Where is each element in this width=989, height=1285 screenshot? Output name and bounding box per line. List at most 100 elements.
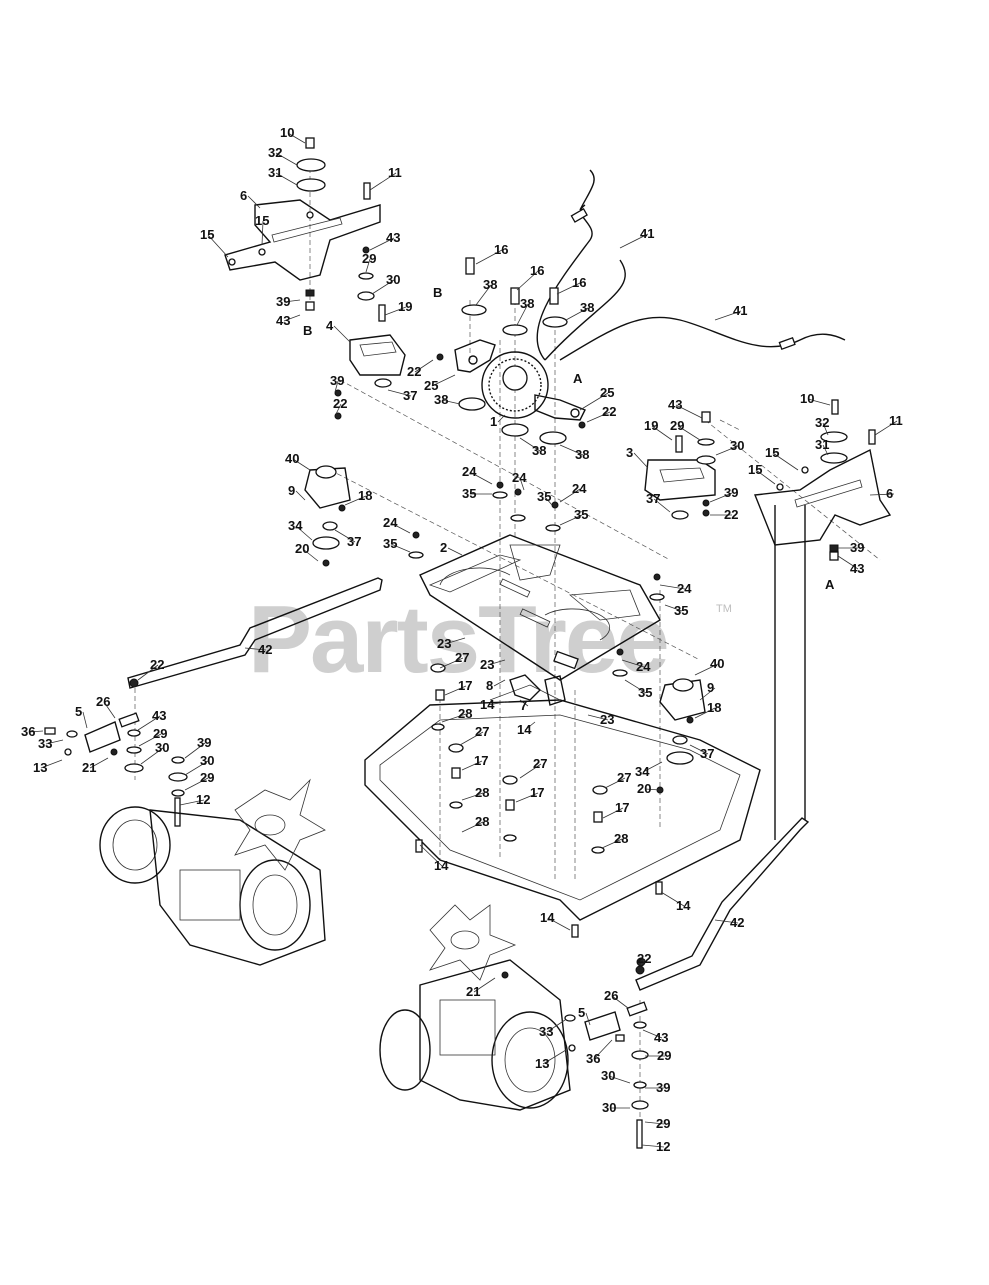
callout-leader xyxy=(714,310,742,321)
callout-number: 26 xyxy=(96,694,110,709)
callout-number: 6 xyxy=(240,188,247,203)
lower-frame xyxy=(364,663,761,938)
callout-leader xyxy=(822,444,829,456)
callout-number: 12 xyxy=(196,792,210,807)
callout-leader xyxy=(709,492,733,503)
callout-29: 29 xyxy=(184,770,214,791)
callout-leader xyxy=(556,282,581,295)
callout-number: 14 xyxy=(676,898,691,913)
callout-number: 33 xyxy=(38,736,52,751)
callout-number: 29 xyxy=(200,770,214,785)
callout-36: 36 xyxy=(21,724,44,739)
callout-leader xyxy=(247,195,261,209)
callout-27: 27 xyxy=(519,756,547,779)
callout-number: 24 xyxy=(572,481,587,496)
callout-number: 22 xyxy=(333,396,347,411)
watermark-text: PartsTree xyxy=(248,586,668,693)
callout-17: 17 xyxy=(461,753,488,771)
callout-30: 30 xyxy=(601,1068,631,1084)
callout-number: 2 xyxy=(440,540,447,555)
callout-leader xyxy=(461,821,484,833)
transmission-right xyxy=(379,904,571,1111)
callout-number: 5 xyxy=(75,704,82,719)
callout-24: 24 xyxy=(383,515,411,534)
callout-23: 23 xyxy=(587,712,614,727)
callout-32: 32 xyxy=(268,145,298,166)
callout-9: 9 xyxy=(288,483,306,501)
callout-number: 4 xyxy=(326,318,334,333)
callout-leader xyxy=(640,958,646,966)
callout-leader xyxy=(519,699,529,707)
callout-30: 30 xyxy=(602,1100,630,1115)
callout-number: 30 xyxy=(602,1100,616,1115)
callout-14: 14 xyxy=(480,697,506,712)
callout-12: 12 xyxy=(641,1139,670,1154)
callout-leader xyxy=(587,714,609,721)
callout-leader xyxy=(497,414,506,423)
callout-23: 23 xyxy=(437,636,466,651)
callout-leader xyxy=(544,496,553,506)
callout-leader xyxy=(390,522,411,534)
callout-number: 17 xyxy=(474,753,488,768)
callout-leader xyxy=(487,659,506,666)
callout-29: 29 xyxy=(138,726,167,747)
callout-number: 22 xyxy=(407,364,421,379)
callout-35: 35 xyxy=(664,603,688,618)
callout-16: 16 xyxy=(516,263,544,291)
callout-number: 31 xyxy=(815,437,829,452)
callout-leader xyxy=(694,707,716,719)
callout-number: 35 xyxy=(537,489,551,504)
callout-22: 22 xyxy=(710,507,738,522)
watermark-trademark: TM xyxy=(716,603,732,615)
callout-leader xyxy=(515,792,539,803)
callout-28: 28 xyxy=(441,706,472,723)
callout-38: 38 xyxy=(516,296,534,326)
callout-leader xyxy=(441,713,467,723)
fastener-stack-top-left xyxy=(296,137,386,322)
callout-leader xyxy=(137,715,161,731)
control-rod-right xyxy=(635,505,810,991)
callout-40: 40 xyxy=(694,656,724,676)
callout-number: 24 xyxy=(383,515,398,530)
callout-leader xyxy=(874,420,898,436)
callout-number: 39 xyxy=(656,1080,670,1095)
callout-13: 13 xyxy=(33,759,63,775)
callout-number: 38 xyxy=(575,447,589,462)
callout-number: 35 xyxy=(638,685,652,700)
callout-number: 22 xyxy=(637,951,651,966)
callout-14: 14 xyxy=(419,844,449,873)
callout-number: 26 xyxy=(604,988,618,1003)
callout-11: 11 xyxy=(369,165,402,191)
callout-15: 15 xyxy=(765,445,799,471)
callout-34: 34 xyxy=(288,518,313,541)
callout-number: 37 xyxy=(646,491,660,506)
callout-number: A xyxy=(825,577,835,592)
callout-22: 22 xyxy=(637,951,651,966)
transmission-left xyxy=(99,778,326,966)
callout-A: A xyxy=(573,371,583,386)
callout-24: 24 xyxy=(512,470,527,491)
callout-number: 36 xyxy=(586,1051,600,1066)
callout-leader xyxy=(390,543,411,553)
callout-25: 25 xyxy=(424,374,456,393)
callout-leader xyxy=(447,547,463,556)
callout-33: 33 xyxy=(539,1019,566,1039)
callout-number: 30 xyxy=(601,1068,615,1083)
callout-28: 28 xyxy=(461,814,489,833)
callout-6: 6 xyxy=(240,188,261,209)
callout-14: 14 xyxy=(660,891,691,913)
callout-2: 2 xyxy=(440,540,463,556)
callout-number: 36 xyxy=(21,724,35,739)
callout-25: 25 xyxy=(579,385,614,411)
callout-38: 38 xyxy=(559,444,589,462)
callout-7: 7 xyxy=(519,698,529,713)
callout-number: 6 xyxy=(886,486,893,501)
callout-number: 43 xyxy=(654,1030,668,1045)
callout-leader xyxy=(547,917,571,931)
callout-number: 43 xyxy=(850,561,864,576)
callout-number: B xyxy=(303,323,312,338)
callout-number: 40 xyxy=(710,656,724,671)
callout-32: 32 xyxy=(815,415,829,436)
callout-number: 29 xyxy=(153,726,167,741)
